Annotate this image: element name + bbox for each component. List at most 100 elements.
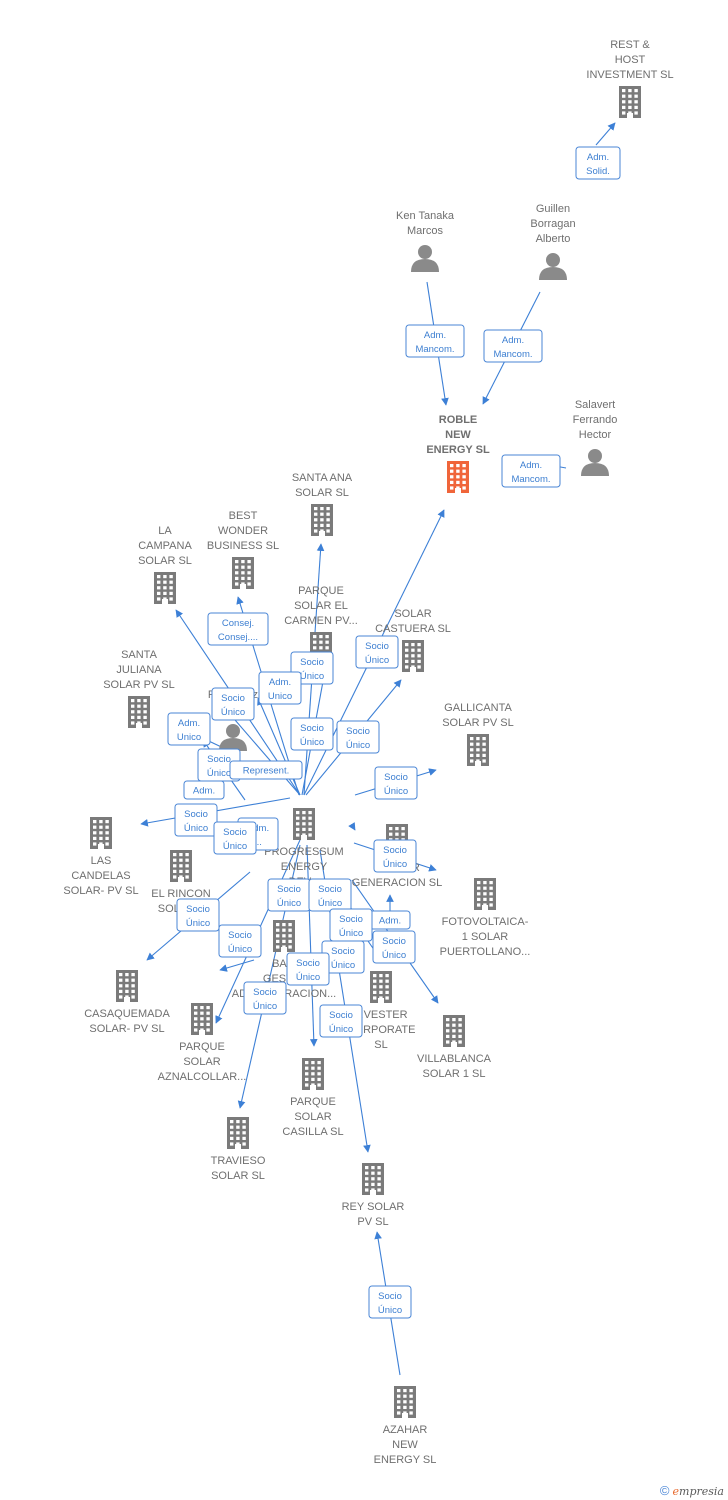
building-icon xyxy=(394,1386,416,1418)
relation-text: Adm. xyxy=(247,823,269,834)
node-label: WONDER xyxy=(218,525,268,537)
relation-text: Único xyxy=(184,823,208,834)
copyright-icon: © xyxy=(659,1483,670,1498)
relation-text: Socio xyxy=(331,946,355,957)
node-aznalcollar[interactable]: PARQUESOLARAZNALCOLLAR... xyxy=(158,1003,247,1083)
node-label: 1 SOLAR xyxy=(462,931,509,943)
node-label: GENERACION SL xyxy=(352,877,442,889)
node-label: ...VESTER xyxy=(354,1009,407,1021)
node-fotovoltaica[interactable]: FOTOVOLTAICA-1 SOLARPUERTOLLANO... xyxy=(440,878,531,958)
relation-text: Único xyxy=(346,740,370,751)
node-label: NEW xyxy=(445,429,471,441)
relation-label[interactable]: Adm. xyxy=(183,780,225,800)
relation-text: Único xyxy=(383,859,407,870)
building-icon xyxy=(90,817,112,849)
node-label: INVESTMENT SL xyxy=(586,69,673,81)
relation-text: Socio xyxy=(384,772,408,783)
relation-text: Unico xyxy=(268,691,292,702)
relation-label[interactable]: Adm.Mancom. xyxy=(501,454,561,488)
building-icon xyxy=(362,1163,384,1195)
person-icon xyxy=(219,724,247,751)
relation-text: Unico xyxy=(177,732,201,743)
relation-box xyxy=(176,898,220,932)
node-label: HOST xyxy=(615,54,646,66)
relation-box xyxy=(218,924,262,958)
node-label: BEST xyxy=(229,510,258,522)
relation-text: Único xyxy=(300,671,324,682)
relation-text: Único xyxy=(382,950,406,961)
building-icon xyxy=(302,1058,324,1090)
relation-label[interactable]: Adm. xyxy=(369,910,411,930)
building-icon xyxy=(402,640,424,672)
relation-text: Mancom. xyxy=(511,474,550,485)
relation-text: Único xyxy=(365,655,389,666)
node-label: LAS xyxy=(91,855,112,867)
node-label: BUSINESS SL xyxy=(207,540,279,552)
relation-text: Socio xyxy=(277,884,301,895)
relation-box xyxy=(575,146,621,180)
relation-label[interactable]: Represent. xyxy=(229,760,303,780)
node-label: Ferrando xyxy=(573,414,618,426)
relation-box xyxy=(243,981,287,1015)
edge-line xyxy=(219,959,255,972)
relation-text: Consej.... xyxy=(218,632,258,643)
relation-text: Socio xyxy=(221,693,245,704)
node-label: SOLAR SL xyxy=(295,487,349,499)
relation-label[interactable]: Adm.Solid. xyxy=(575,146,621,180)
node-label: Ken Tanaka xyxy=(396,210,455,222)
relation-text: Único xyxy=(228,944,252,955)
relation-text: Socio xyxy=(223,827,247,838)
relation-box xyxy=(405,324,465,358)
node-best-wonder[interactable]: BEST WONDER BUSINESS SL xyxy=(207,510,279,589)
relation-box xyxy=(368,1285,412,1319)
relation-label[interactable]: Adm.Unico xyxy=(167,712,211,746)
node-label: CARMEN PV... xyxy=(284,615,358,627)
relation-text: Adm. xyxy=(424,330,446,341)
node-label: Borragan xyxy=(530,218,575,230)
relation-text: Socio xyxy=(383,845,407,856)
relation-label[interactable]: Consej.Consej.... xyxy=(207,612,269,646)
brand-logo: empresia xyxy=(672,1485,724,1498)
relation-label[interactable]: Adm. Mancom. xyxy=(405,324,465,358)
relation-label[interactable]: Adm.Mancom. xyxy=(483,329,543,363)
relation-label[interactable]: Adm.Unico xyxy=(258,671,302,705)
relation-text: Mancom. xyxy=(493,349,532,360)
relation-text: Mancom. xyxy=(415,344,454,355)
